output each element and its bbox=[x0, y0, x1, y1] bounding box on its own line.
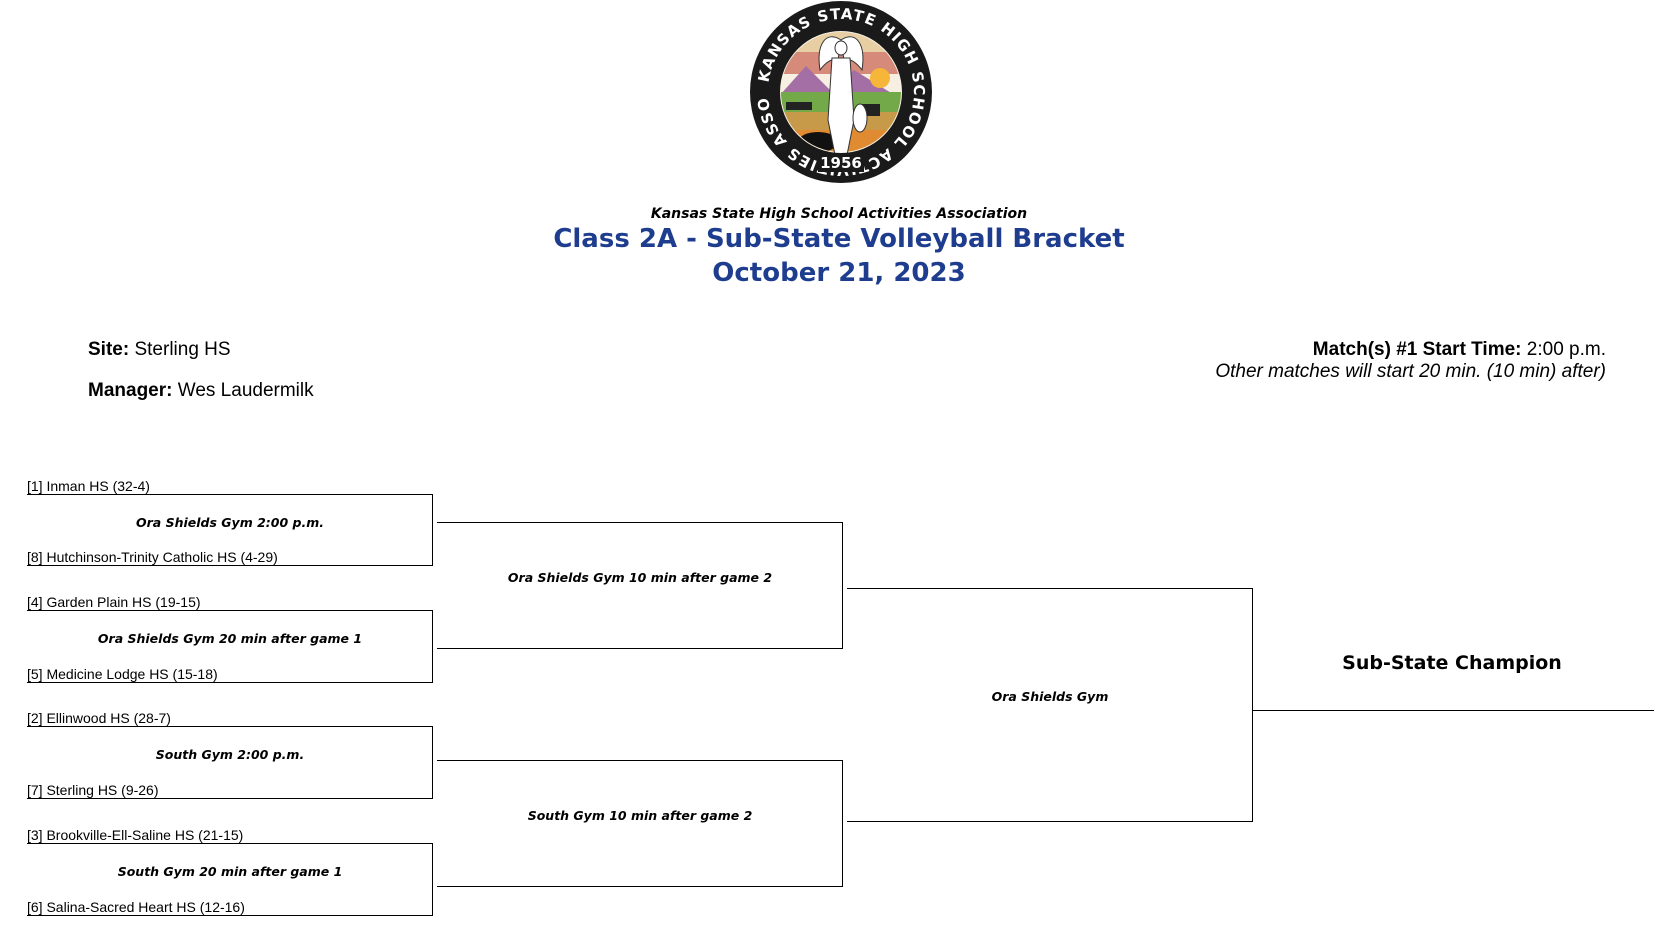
bracket-date: October 21, 2023 bbox=[712, 258, 966, 288]
round1-venue: Ora Shields Gym 20 min after game 1 bbox=[97, 631, 363, 646]
manager-info: Manager: Wes Laudermilk bbox=[88, 380, 314, 402]
seal-year: 1956 bbox=[820, 154, 862, 172]
team-slot: [5] Medicine Lodge HS (15-18) bbox=[27, 666, 218, 682]
round1-venue: South Gym 20 min after game 1 bbox=[117, 864, 343, 879]
round2-venue: South Gym 10 min after game 2 bbox=[527, 808, 753, 823]
team-slot: [3] Brookville-Ell-Saline HS (21-15) bbox=[27, 827, 244, 843]
site-info: Site: Sterling HS bbox=[88, 339, 231, 361]
team-slot: [7] Sterling HS (9-26) bbox=[27, 782, 159, 798]
round2-match-1 bbox=[437, 522, 843, 649]
organization-name: Kansas State High School Activities Asso… bbox=[650, 206, 1028, 222]
team-slot: [6] Salina-Sacred Heart HS (12-16) bbox=[27, 899, 245, 915]
final-venue: Ora Shields Gym bbox=[991, 689, 1109, 704]
round1-venue: Ora Shields Gym 2:00 p.m. bbox=[136, 515, 324, 530]
team-slot: [1] Inman HS (32-4) bbox=[27, 478, 150, 494]
final-match bbox=[847, 588, 1253, 822]
round1-venue: South Gym 2:00 p.m. bbox=[155, 747, 305, 762]
manager-value: Wes Laudermilk bbox=[177, 380, 314, 401]
round1-match-4 bbox=[27, 843, 433, 916]
start-time-info: Match(s) #1 Start Time: 2:00 p.m. bbox=[1313, 339, 1606, 361]
champion-label: Sub-State Champion bbox=[1342, 652, 1562, 674]
site-value: Sterling HS bbox=[134, 339, 231, 360]
start-time-note: Other matches will start 20 min. (10 min… bbox=[1215, 361, 1606, 382]
bracket-title: Class 2A - Sub-State Volleyball Bracket bbox=[553, 224, 1125, 254]
round2-match-2 bbox=[437, 760, 843, 887]
start-time-value: 2:00 p.m. bbox=[1526, 339, 1606, 360]
team-slot: [2] Ellinwood HS (28-7) bbox=[27, 710, 171, 726]
team-slot: [4] Garden Plain HS (19-15) bbox=[27, 594, 201, 610]
round1-match-2 bbox=[27, 610, 433, 683]
team-slot: [8] Hutchinson-Trinity Catholic HS (4-29… bbox=[27, 549, 278, 565]
site-label: Site: bbox=[88, 339, 130, 360]
kshsaa-seal-icon: KANSAS STATE HIGH SCHOOL ACTIVITIES ASSO… bbox=[746, 0, 932, 183]
round1-match-3 bbox=[27, 726, 433, 799]
champion-line bbox=[1252, 710, 1654, 711]
round1-match-1 bbox=[27, 494, 433, 566]
start-time-label: Match(s) #1 Start Time: bbox=[1312, 339, 1522, 360]
manager-label: Manager: bbox=[88, 380, 173, 401]
round2-venue: Ora Shields Gym 10 min after game 2 bbox=[507, 570, 773, 585]
